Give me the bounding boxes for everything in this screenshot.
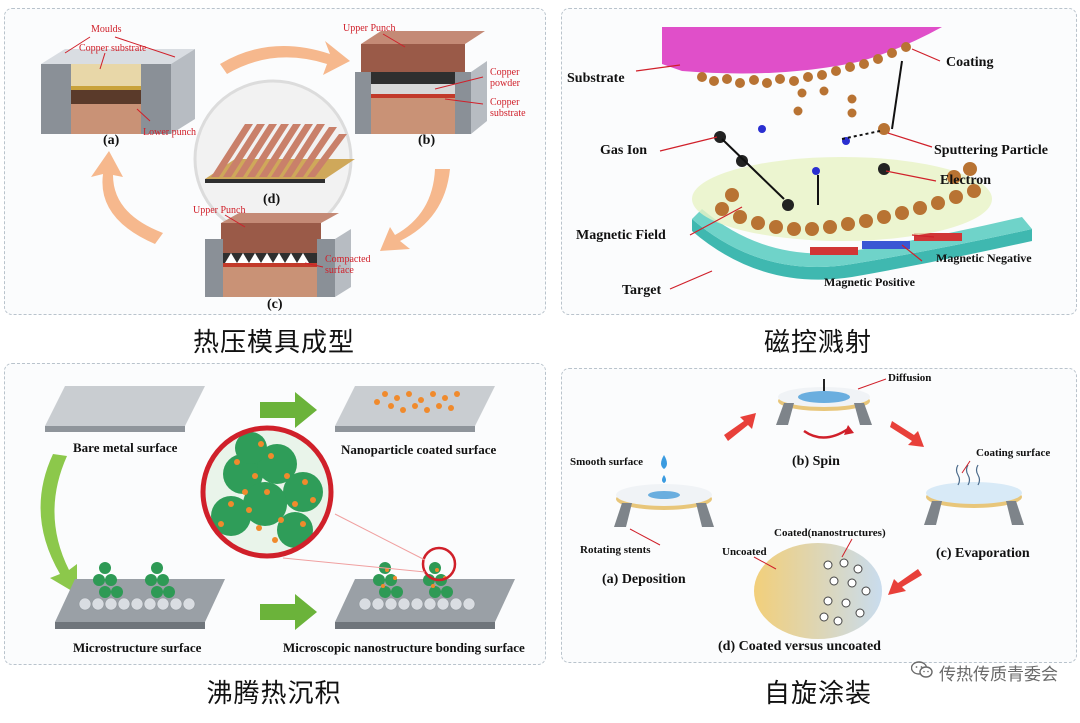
target-particles [715,162,981,236]
label-sputtering-particle: Sputtering Particle [934,143,1048,158]
arrow-b-to-c [380,169,450,251]
label-magnetic-field: Magnetic Field [576,228,666,243]
label-copper-powder: Copper powder [490,67,520,89]
magnified-fins-d [193,79,355,239]
caption-hot-press: 热压模具成型 [192,328,355,358]
arrow-bare-to-nano [260,392,317,428]
watermark-text: 传热传质青委会 [939,665,1058,685]
boiling-panel: Bare metal surface Nanoparticle coated s… [4,363,546,665]
arrow-a-to-b [724,413,756,441]
spin-diagram [614,378,1024,639]
electrons [758,125,850,175]
coated-uncoated-disk [754,543,882,639]
magnified-nanostructure [200,425,334,559]
sputtering-panel: Substrate Coating Gas Ion Sputtering Par… [561,8,1077,315]
label-bare-metal-surface: Bare metal surface [73,440,178,455]
micro-spheres [78,562,196,611]
zoom-target-circle [421,546,457,582]
label-rotating-stents: Rotating stents [580,544,651,556]
caption-boiling: 沸腾热沉积 [206,679,342,709]
bare-plate [45,386,205,426]
boiling-diagram [40,386,515,630]
watermark: 传热传质青委会 [910,660,1058,685]
label-copper-substrate-b: Copper substrate [490,97,526,119]
label-spin: (b) Spin [792,454,840,469]
deposition-disk [614,455,714,527]
mould-a [41,49,195,134]
label-upper-punch-c: Upper Punch [193,205,246,216]
label-lower-punch: Lower punch [143,127,197,138]
label-deposition: (a) Deposition [602,572,686,587]
label-microstructure-surface: Microstructure surface [73,640,202,655]
label-upper-punch-b: Upper Punch [343,23,396,34]
label-coated-nanostructures: Coated(nanostructures) [774,527,886,539]
label-magnetic-negative: Magnetic Negative [936,251,1032,265]
wechat-icon [910,661,933,684]
label-diffusion: Diffusion [888,372,932,384]
label-moulds: Moulds [91,24,122,35]
label-d: (d) [263,192,281,207]
arrow-c-to-d [888,569,922,595]
mould-c [205,213,351,297]
caption-sputtering: 磁控溅射 [763,328,872,358]
coating-particles [697,42,911,135]
target-plate [692,219,1032,280]
label-compacted-surface: Compacted surface [325,254,371,276]
spin-panel: Diffusion (b) Spin Smooth surface Coatin… [561,368,1077,663]
label-bonding-surface: Microscopic nanostructure bonding surfac… [283,640,525,655]
arrow-micro-to-bonding [260,594,317,630]
label-gas-ion: Gas Ion [600,143,648,158]
arrow-c-to-a [91,151,163,244]
evaporation-disk [924,464,1024,525]
label-electron: Electron [940,173,992,188]
spin-disk [776,379,872,425]
hot-press-panel: Moulds Copper substrate Lower punch (a) … [4,8,546,315]
label-copper-substrate-a: Copper substrate [79,43,147,54]
label-magnetic-positive: Magnetic Positive [824,275,915,289]
label-a: (a) [103,133,120,148]
arrow-a-to-b [220,41,350,75]
hot-press-diagram [41,31,487,297]
arrow-b-to-c [890,421,924,447]
magnetic-field-dome [692,157,992,241]
label-nanoparticle-coated-surface: Nanoparticle coated surface [341,442,497,457]
arrow-bare-to-micro [40,454,77,594]
label-b: (b) [418,133,436,148]
label-target: Target [622,283,662,298]
label-evaporation: (c) Evaporation [936,546,1030,561]
label-coating: Coating [946,55,994,70]
label-substrate: Substrate [567,71,625,86]
label-coating-surface: Coating surface [976,447,1051,459]
mould-b [355,31,487,134]
label-smooth-surface: Smooth surface [570,456,644,468]
label-c: (c) [267,297,283,312]
substrate-plate [662,27,942,74]
label-coated-versus-uncoated: (d) Coated versus uncoated [718,639,881,654]
caption-spin: 自旋涂装 [763,679,872,709]
label-uncoated: Uncoated [722,546,767,558]
sputtering-diagram [635,27,1032,290]
